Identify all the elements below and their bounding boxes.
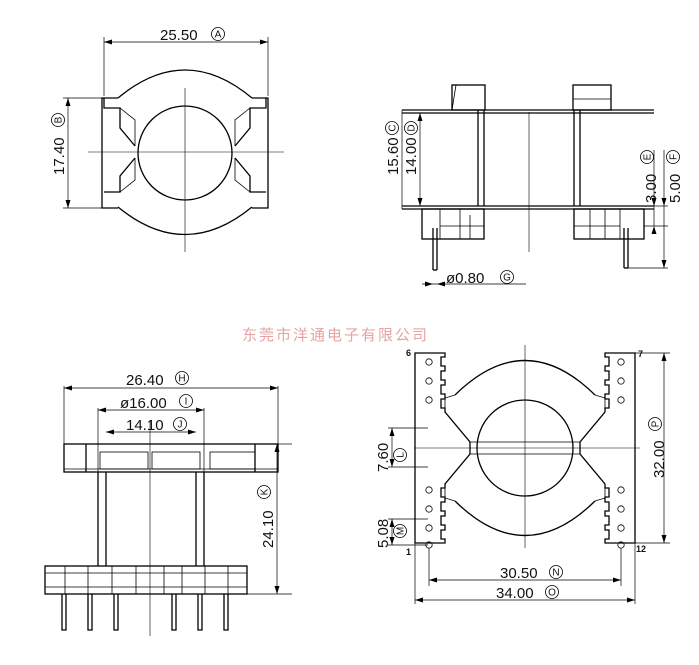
- dim-f-value: 5.00: [667, 174, 684, 203]
- dim-p-label: P: [651, 420, 662, 427]
- dim-k-value: 24.10: [260, 510, 277, 548]
- dim-c-label: C: [388, 124, 399, 131]
- dim-g-value: ø0.80: [446, 270, 484, 287]
- dim-e-value: 3.00: [643, 174, 660, 203]
- dim-a-value: 25.50: [160, 27, 198, 44]
- dim-h-label: H: [178, 374, 185, 385]
- dim-a-label: A: [215, 30, 222, 41]
- dim-d-label: D: [407, 124, 418, 131]
- dim-f-label: F: [669, 154, 680, 160]
- dim-g-label: G: [503, 273, 511, 284]
- dim-i-value: ø16.00: [120, 395, 167, 412]
- dim-b-label: B: [54, 116, 65, 123]
- dim-h-value: 26.40: [126, 372, 164, 389]
- dim-j-label: J: [178, 420, 183, 431]
- dim-j-value: 14.10: [126, 417, 164, 434]
- dim-m-label: M: [396, 527, 407, 535]
- dim-m-value: 5.08: [375, 519, 392, 548]
- pin-12-label: 12: [636, 544, 646, 554]
- dim-b-value: 17.40: [51, 137, 68, 175]
- side-view: 15.60 C 14.00 D 3.00 E 5.00 F ø0.80 G: [385, 84, 684, 287]
- dim-l-label: L: [396, 452, 407, 458]
- pin-6-label: 6: [406, 348, 411, 358]
- pin-1-label: 1: [406, 547, 411, 557]
- dim-k-label: K: [260, 488, 271, 495]
- dim-n-value: 30.50: [500, 565, 538, 582]
- dim-o-value: 34.00: [496, 585, 534, 602]
- front-view: 26.40 H ø16.00 I 14.10 J 24.10 K: [44, 371, 292, 636]
- dim-p-value: 32.00: [651, 440, 668, 478]
- dim-i-label: I: [185, 397, 188, 408]
- dim-l-value: 7.60: [375, 443, 392, 472]
- top-view: 25.50 A 17.40 B: [51, 27, 284, 252]
- dim-o-label: O: [548, 588, 556, 599]
- company-watermark: 东莞市洋通电子有限公司: [242, 326, 429, 344]
- pin-7-label: 7: [638, 349, 643, 359]
- bottom-view: 6 7 1 12 7.60 L 5.08 M 30.50 N 34.00: [375, 345, 670, 604]
- dim-d-value: 14.00: [403, 137, 420, 175]
- dim-c-value: 15.60: [385, 137, 402, 175]
- dim-n-label: N: [552, 568, 559, 579]
- dim-e-label: E: [643, 153, 654, 160]
